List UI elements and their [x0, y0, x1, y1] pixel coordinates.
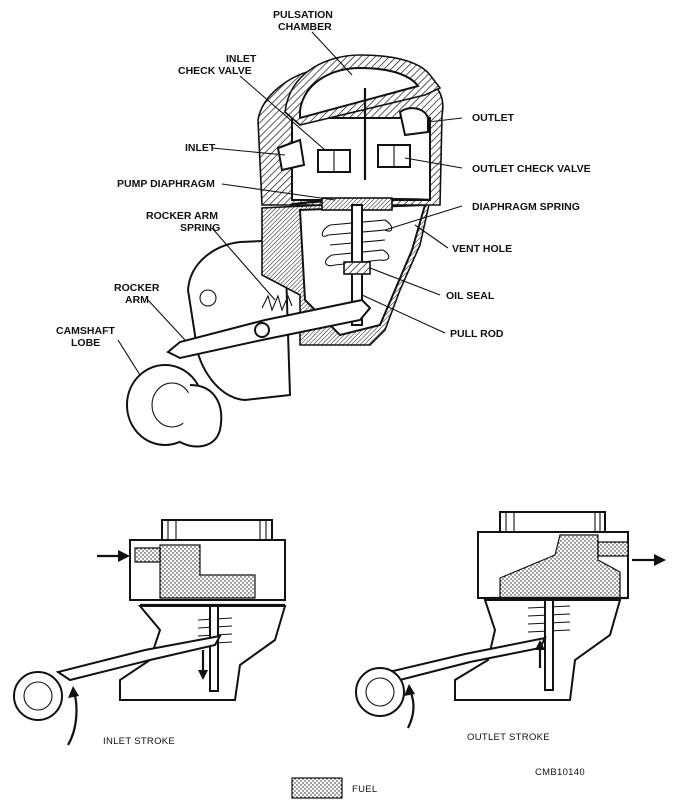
outlet-cam-arrow	[407, 689, 415, 729]
inlet-stroke-rod	[209, 605, 219, 692]
outlet-stroke-camshaft	[355, 667, 405, 717]
fuel-legend-label: FUEL	[352, 784, 377, 795]
label-inlet: INLET	[185, 142, 216, 154]
fuel-legend: FUEL	[291, 777, 377, 799]
pulsation-chamber-inner	[299, 66, 420, 120]
inlet-stroke-fuel-chamber	[159, 544, 256, 599]
figure-id: CMB10140	[535, 767, 585, 778]
label-rocker-arm-2: ARM	[125, 294, 149, 306]
label-camshaft-lobe-2: LOBE	[71, 337, 100, 349]
flange-bolt-hole	[199, 289, 217, 307]
label-pulsation-chamber-1: PULSATION	[273, 9, 333, 21]
labels: PULSATION CHAMBER INLET CHECK VALVE INLE…	[56, 9, 591, 349]
fuel-legend-swatch	[291, 777, 343, 799]
label-inlet-check-valve-2: CHECK VALVE	[178, 65, 252, 77]
mounting-flange	[186, 238, 292, 402]
rocker-pivot	[254, 322, 270, 338]
caption-outlet-stroke: OUTLET STROKE	[467, 732, 550, 743]
inlet-fitting	[276, 138, 306, 172]
label-vent-hole: VENT HOLE	[452, 243, 512, 255]
inlet-stroke-diagram	[13, 519, 287, 746]
label-pump-diaphragm: PUMP DIAPHRAGM	[117, 178, 215, 190]
outlet-stroke-diagram	[355, 511, 666, 729]
outlet-stroke-fuel-outlet	[597, 541, 629, 557]
label-pulsation-chamber-2: CHAMBER	[278, 21, 332, 33]
label-oil-seal: OIL SEAL	[446, 290, 495, 302]
label-pull-rod: PULL ROD	[450, 328, 504, 340]
label-rocker-arm-1: ROCKER	[114, 282, 160, 294]
label-outlet: OUTLET	[472, 112, 515, 124]
label-camshaft-lobe-1: CAMSHAFT	[56, 325, 115, 337]
inlet-cam-arrow	[67, 691, 78, 746]
camshaft-lobe	[126, 364, 223, 448]
label-inlet-check-valve-1: INLET	[226, 53, 257, 65]
inlet-stroke-rocker	[55, 634, 222, 682]
outlet-stroke-rod	[544, 599, 554, 691]
inlet-stroke-fuel-inlet	[134, 547, 161, 563]
oil-seal	[343, 261, 371, 275]
label-diaphragm-spring: DIAPHRAGM SPRING	[472, 201, 580, 213]
leader-lines	[117, 31, 463, 376]
label-outlet-check-valve: OUTLET CHECK VALVE	[472, 163, 591, 175]
rocker-arm-spring	[261, 294, 293, 312]
label-rocker-arm-spring-2: SPRING	[180, 222, 220, 234]
label-rocker-arm-spring-1: ROCKER ARM	[146, 210, 218, 222]
outlet-fitting	[398, 107, 429, 137]
inlet-stroke-camshaft	[13, 671, 63, 721]
main-pump-cutaway	[126, 54, 444, 448]
caption-inlet-stroke: INLET STROKE	[103, 736, 175, 747]
